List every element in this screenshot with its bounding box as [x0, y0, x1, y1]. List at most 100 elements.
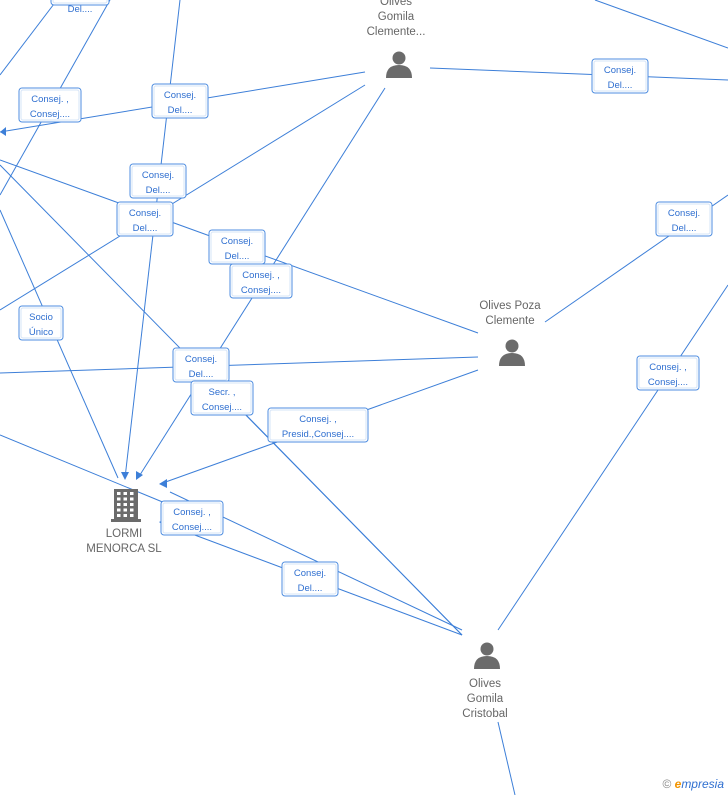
relation-label-r16[interactable]: Consej. Del....	[281, 561, 339, 597]
person-icon	[499, 339, 525, 366]
relation-box	[229, 263, 293, 299]
relation-label-line: Consej.	[294, 568, 326, 579]
relation-label-r1[interactable]: Consej.Del....	[50, 0, 110, 15]
relation-label-line: Consej. ,	[649, 362, 687, 373]
relation-label-line: Del....	[168, 105, 193, 116]
node-label-line: Cristobal	[462, 708, 507, 720]
relation-box-inner	[118, 203, 172, 235]
brand-name: mpresia	[681, 777, 724, 791]
relation-box	[281, 561, 339, 597]
relation-label-r9[interactable]: Consej. Del....	[655, 201, 713, 237]
relation-box-inner	[153, 85, 207, 117]
relation-label-r14[interactable]: Consej. , Consej....	[636, 355, 700, 391]
relation-box-inner	[20, 307, 62, 339]
copyright-symbol: ©	[662, 777, 672, 791]
node-label-line: Gomila	[378, 11, 415, 23]
relation-box	[116, 201, 174, 237]
arrow-head	[121, 472, 129, 480]
relation-box	[636, 355, 700, 391]
relation-label-r5[interactable]: Consej. Del....	[129, 163, 187, 199]
arrow-head	[159, 479, 167, 488]
relation-label-line: Consej. ,	[242, 270, 280, 281]
relation-box-inner	[131, 165, 185, 197]
relation-label-line: Consej.	[668, 208, 700, 219]
relation-label-line: Consej.	[185, 354, 217, 365]
node-olives-gomila-clemente[interactable]: OlivesGomilaClemente...	[367, 0, 426, 78]
relation-box	[129, 163, 187, 199]
edge	[0, 209, 119, 479]
node-label-line: Clemente...	[367, 26, 426, 38]
relation-label-line: Consej. ,	[173, 507, 211, 518]
edge	[0, 434, 166, 504]
relation-label-r8[interactable]: Consej. , Consej....	[229, 263, 293, 299]
relation-label-line: Único	[29, 327, 53, 338]
relation-box-inner	[192, 382, 252, 414]
relation-label-line: Consej.	[142, 170, 174, 181]
relation-label-line: Consej....	[202, 402, 242, 413]
relation-label-r13[interactable]: Consej. ,Presid.,Consej....	[267, 407, 369, 443]
relation-label-line: Del....	[68, 4, 93, 15]
relation-label-line: Socio	[29, 312, 53, 323]
relation-box-inner	[657, 203, 711, 235]
relation-label-r3[interactable]: Consej. Del....	[151, 83, 209, 119]
relation-box-inner	[269, 409, 367, 441]
relation-box-inner	[593, 60, 647, 92]
relation-box	[190, 380, 254, 416]
relation-box	[591, 58, 649, 94]
node-label-line: Gomila	[467, 693, 504, 705]
relation-label-line: Consej....	[172, 522, 212, 533]
relation-box-inner	[283, 563, 337, 595]
node-label-line: Clemente	[485, 315, 534, 327]
relation-boxes-layer: Consej. Del.... Consej. , Consej.... Consej.…	[18, 0, 713, 597]
relation-label-r2[interactable]: Consej. ,Consej....	[18, 87, 82, 123]
node-label-line: Olives Poza	[479, 300, 541, 312]
relation-box	[18, 305, 64, 341]
relation-box-inner	[162, 502, 222, 534]
relation-box	[50, 0, 110, 6]
relation-box-inner	[210, 231, 264, 263]
footer-brand: © empresia	[662, 777, 724, 791]
relation-label-line: Consej.	[221, 236, 253, 247]
relation-label-line: Del....	[225, 251, 250, 262]
relation-box	[151, 83, 209, 119]
relation-box	[267, 407, 369, 443]
relation-box-inner	[52, 0, 108, 4]
relation-label-r7[interactable]: Consej. Del....	[208, 229, 266, 265]
relation-label-line: Consej.	[129, 208, 161, 219]
relation-label-line: Consej....	[648, 377, 688, 388]
relation-label-line: Secr. ,	[209, 387, 236, 398]
relation-label-line: Consej. ,	[31, 94, 69, 105]
edge	[594, 0, 728, 49]
node-label-line: MENORCA SL	[86, 543, 162, 555]
relation-box	[160, 500, 224, 536]
edge	[497, 284, 728, 631]
relation-label-r11[interactable]: Consej. Del....	[172, 347, 230, 383]
relation-label-r4[interactable]: Consej.Del....	[591, 58, 649, 94]
relation-box	[18, 87, 82, 123]
node-label-line: LORMI	[106, 528, 142, 540]
relation-box-inner	[231, 265, 291, 297]
node-label-line: Olives	[469, 678, 501, 690]
relation-label-line: Del....	[672, 223, 697, 234]
relation-label-line: Consej.	[604, 65, 636, 76]
relation-label-r12[interactable]: Secr. , Consej....	[190, 380, 254, 416]
relation-label-line: Del....	[298, 583, 323, 594]
relation-label-line: Consej....	[241, 285, 281, 296]
relation-label-line: Del....	[146, 185, 171, 196]
relation-label-line: Consej.	[164, 90, 196, 101]
arrow-head	[136, 471, 143, 480]
relation-box	[655, 201, 713, 237]
person-icon	[474, 642, 500, 669]
relation-label-r15[interactable]: Consej. , Consej....	[160, 500, 224, 536]
relation-label-line: Del....	[189, 369, 214, 380]
edge	[0, 356, 479, 374]
person-icon	[386, 51, 412, 78]
relation-label-r6[interactable]: Consej.Del....	[116, 201, 174, 237]
node-lormi-menorca[interactable]: LORMI MENORCA SL	[86, 489, 162, 555]
